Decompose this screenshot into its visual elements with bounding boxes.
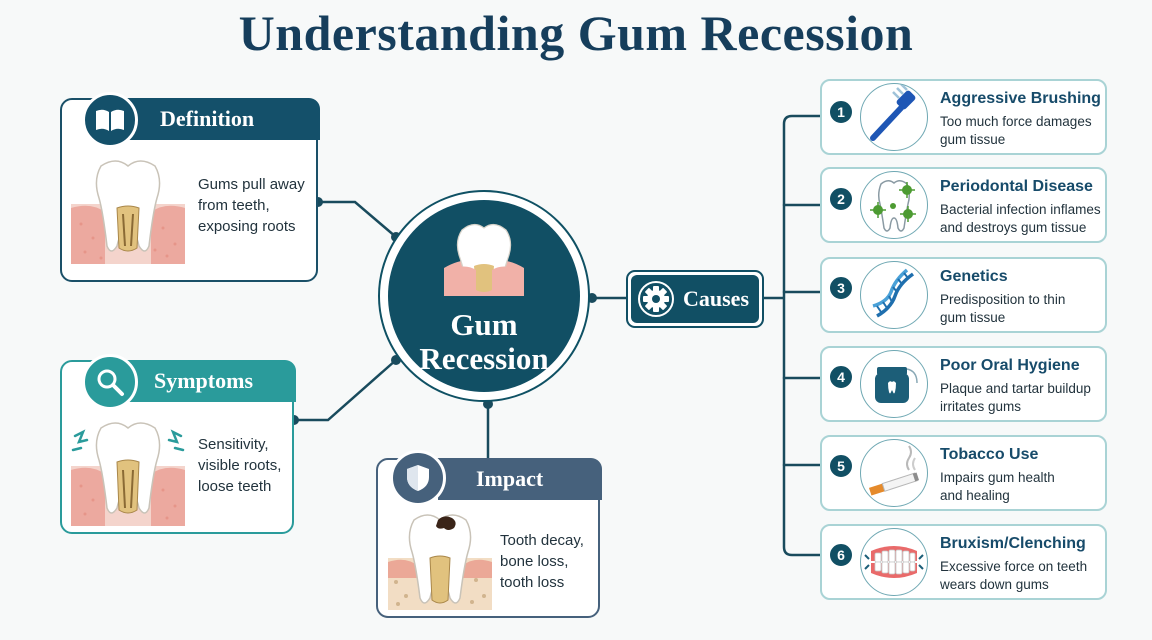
page-title: Understanding Gum Recession	[238, 5, 914, 61]
gear-icon	[638, 281, 674, 317]
cause-number-badge: 3	[828, 275, 854, 301]
cause-number-badge: 1	[828, 99, 854, 125]
cause-card-poor-oral-hygiene: Poor Oral Hygiene Plaque and tartar buil…	[820, 346, 1107, 422]
definition-heading: Definition	[160, 106, 255, 131]
cause-title: Poor Oral Hygiene	[940, 357, 1080, 374]
cause-title: Aggressive Brushing	[940, 90, 1101, 107]
impact-text: Tooth decay, bone loss, tooth loss	[500, 532, 584, 591]
definition-card: Definition Gums pull away from teeth, ex…	[60, 92, 320, 282]
cause-number-badge: 6	[828, 542, 854, 568]
cause-card-tobacco-use: Tobacco Use Impairs gum health and heali…	[820, 435, 1107, 511]
toothbrush-icon	[860, 83, 928, 151]
symptoms-heading: Symptoms	[154, 368, 254, 393]
center-title-line2: Recession	[419, 341, 549, 376]
cause-title: Genetics	[940, 268, 1008, 285]
cause-desc: Too much force damages gum tissue	[940, 114, 1092, 147]
infected-tooth-icon	[860, 171, 928, 239]
impact-card: Impact Tooth decay, bone loss, tooth los…	[376, 450, 602, 618]
cause-desc: Predisposition to thin gum tissue	[940, 292, 1066, 325]
cause-desc: Bacterial infection inflames and destroy…	[940, 202, 1101, 235]
cause-desc: Plaque and tartar buildup irritates gums	[940, 381, 1091, 414]
impact-heading: Impact	[476, 466, 544, 491]
cause-number-badge: 5	[828, 453, 854, 479]
impact-tooth-illustration	[388, 514, 492, 610]
symptoms-tooth-illustration	[71, 422, 185, 526]
dna-icon	[860, 261, 928, 329]
cause-card-bruxism-clenching: Bruxism/Clenching Excessive force on tee…	[820, 524, 1107, 600]
cause-desc: Excessive force on teeth wears down gums	[940, 559, 1088, 592]
magnifier-icon	[82, 354, 138, 410]
tooth-gum-icon	[444, 223, 524, 296]
cause-title: Bruxism/Clenching	[940, 535, 1086, 552]
causes-heading: Causes	[683, 286, 750, 311]
clenched-teeth-icon	[860, 528, 928, 596]
cause-number-badge: 4	[828, 364, 854, 390]
cause-desc: Impairs gum health and healing	[940, 470, 1055, 503]
floss-icon	[860, 350, 928, 418]
connector-definition	[316, 200, 398, 239]
definition-tooth-illustration	[71, 160, 185, 264]
shield-icon	[390, 450, 446, 506]
definition-header: Definition	[122, 98, 320, 140]
connector-symptoms	[292, 358, 398, 422]
cause-title: Tobacco Use	[940, 446, 1039, 463]
symptoms-text: Sensitivity, visible roots, loose teeth	[198, 436, 282, 495]
cause-card-periodontal-disease: Periodontal Disease Bacterial infection …	[820, 167, 1107, 243]
cause-card-aggressive-brushing: Aggressive Brushing Too much force damag…	[820, 79, 1107, 155]
cause-number-badge: 2	[828, 186, 854, 212]
center-node: Gum Recession	[378, 190, 590, 402]
impact-header: Impact	[438, 458, 602, 500]
connector-cause-trunk	[762, 114, 822, 557]
causes-node: Causes	[626, 270, 764, 328]
cause-title: Periodontal Disease	[940, 178, 1093, 195]
book-icon	[82, 92, 138, 148]
cigarette-icon	[860, 439, 928, 507]
symptoms-header: Symptoms	[122, 360, 296, 402]
center-title-line1: Gum	[450, 307, 518, 342]
definition-text: Gums pull away from teeth, exposing root…	[198, 176, 305, 235]
cause-card-genetics: Genetics Predisposition to thin gum tiss…	[820, 257, 1107, 333]
symptoms-card: Symptoms Sensitivity, visible roots, loo…	[60, 354, 296, 534]
